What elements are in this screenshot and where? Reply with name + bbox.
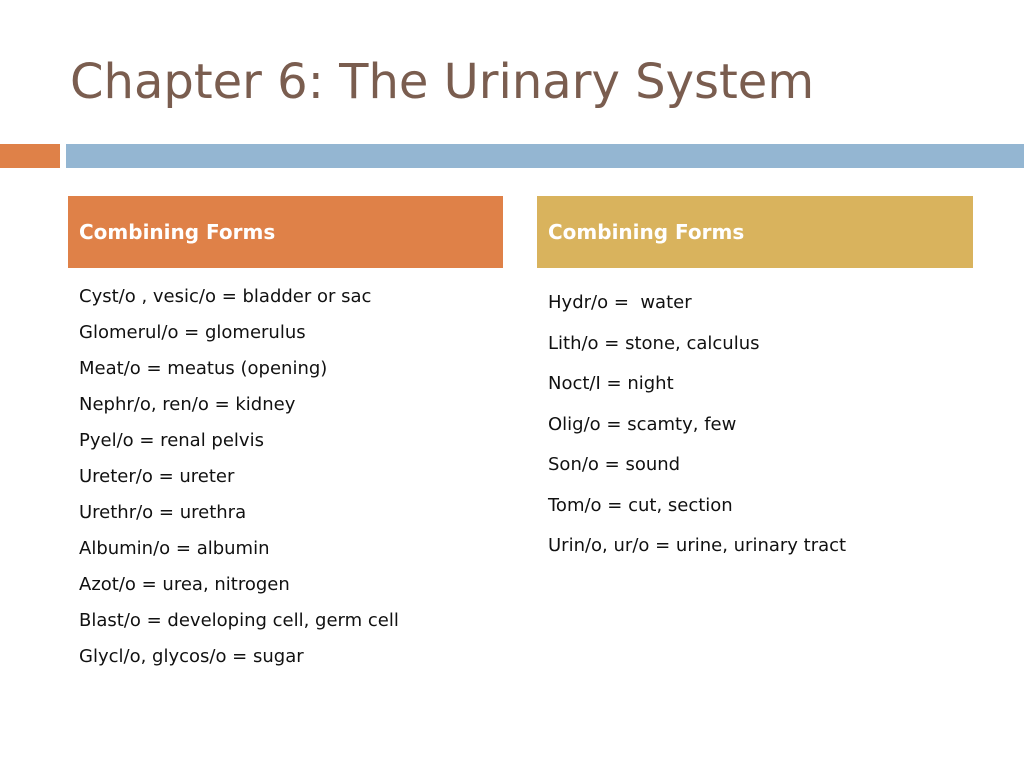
list-item: Blast/o = developing cell, germ cell (79, 610, 399, 631)
list-item: Azot/o = urea, nitrogen (79, 574, 290, 595)
list-item: Glomerul/o = glomerulus (79, 322, 306, 343)
right-term-list: Hydr/o = water Lith/o = stone, calculus … (537, 268, 973, 567)
list-item: Noct/I = night (548, 373, 674, 394)
list-item: Pyel/o = renal pelvis (79, 430, 264, 451)
list-item: Urethr/o = urethra (79, 502, 247, 523)
list-item: Tom/o = cut, section (548, 494, 733, 516)
accent-bar-blue (66, 144, 1024, 168)
right-column: Combining Forms Hydr/o = water Lith/o = … (537, 196, 973, 567)
list-item: Glycl/o, glycos/o = sugar (79, 646, 304, 667)
right-column-header: Combining Forms (537, 196, 973, 268)
list-item: Urin/o, ur/o = urine, urinary tract (548, 535, 847, 556)
list-item: Meat/o = meatus (opening) (79, 358, 328, 379)
list-item: Lith/o = stone, calculus (548, 332, 760, 354)
list-item: Ureter/o = ureter (79, 466, 235, 487)
list-item: Cyst/o , vesic/o = bladder or sac (79, 286, 372, 307)
left-term-list: Cyst/o , vesic/o = bladder or sac Glomer… (68, 268, 503, 675)
list-item: Albumin/o = albumin (79, 538, 270, 559)
list-item: Olig/o = scamty, few (548, 413, 737, 435)
accent-bar-orange (0, 144, 60, 168)
list-item: Son/o = sound (548, 454, 681, 475)
list-item: Nephr/o, ren/o = kidney (79, 394, 296, 415)
left-column: Combining Forms Cyst/o , vesic/o = bladd… (68, 196, 503, 675)
left-column-header: Combining Forms (68, 196, 503, 268)
slide-title: Chapter 6: The Urinary System (70, 54, 815, 110)
list-item: Hydr/o = water (548, 292, 692, 313)
